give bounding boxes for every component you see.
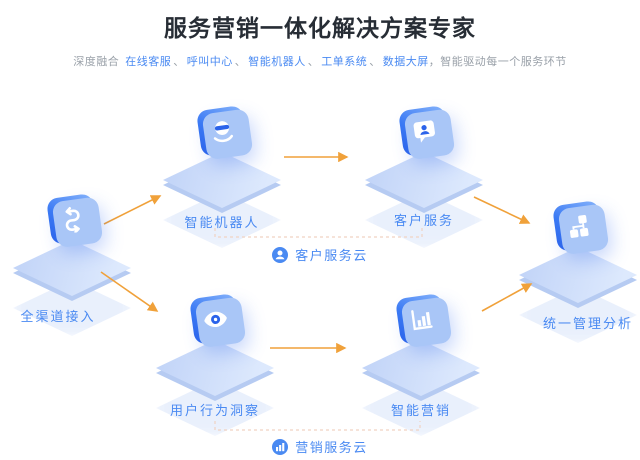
swap-arrows-icon <box>57 204 87 234</box>
node-label: 智能机器人 <box>184 216 260 231</box>
user-badge-icon <box>272 246 289 263</box>
subtitle-separator: 、 <box>234 55 247 68</box>
platform <box>362 340 480 396</box>
page-title: 服务营销一体化解决方案专家 <box>164 16 476 42</box>
marketing-service-cloud-label: 营销服务云 <box>0 437 640 456</box>
tile <box>552 200 604 252</box>
robot-icon <box>207 116 237 146</box>
node-label: 统一管理分析 <box>542 317 633 332</box>
tile <box>398 105 450 157</box>
tile <box>395 293 447 345</box>
node-unified-management-analysis: 统一管理分析 <box>510 195 640 343</box>
node-intelligent-robot: 智能机器人 <box>154 100 290 248</box>
chart-badge-icon <box>272 438 289 455</box>
tile <box>46 193 98 245</box>
bar-chart-icon <box>406 304 436 334</box>
node-label: 全渠道接入 <box>20 310 96 325</box>
node-user-behavior-insight: 用户行为洞察 <box>147 288 283 436</box>
subtitle-link-data-screen[interactable]: 数据大屏 <box>382 55 429 68</box>
customer-service-cloud-label: 客户服务云 <box>0 245 640 264</box>
subtitle-link-online-service[interactable]: 在线客服 <box>125 55 172 68</box>
subtitle-link-ticket-system[interactable]: 工单系统 <box>321 55 368 68</box>
eye-icon <box>200 304 230 334</box>
platform <box>156 340 274 396</box>
subtitle-comma: ， <box>428 55 441 68</box>
cloud-label: 客户服务云 <box>295 249 368 264</box>
tile <box>189 293 241 345</box>
subtitle: 深度融合在线客服、呼叫中心、智能机器人、工单系统、数据大屏，智能驱动每一个服务环… <box>0 53 640 69</box>
subtitle-separator: 、 <box>173 55 185 68</box>
subtitle-separator: 、 <box>307 55 320 68</box>
tile <box>196 105 248 157</box>
platform <box>163 152 281 208</box>
node-label: 智能营销 <box>390 404 451 419</box>
node-label: 客户服务 <box>393 214 454 229</box>
node-intelligent-marketing: 智能营销 <box>353 288 489 436</box>
subtitle-suffix: 智能驱动每一个服务环节 <box>440 55 567 68</box>
node-customer-service: 客户服务 <box>356 100 492 248</box>
subtitle-link-call-center[interactable]: 呼叫中心 <box>186 55 233 68</box>
flow-chart-icon <box>563 211 593 241</box>
platform <box>365 152 483 208</box>
subtitle-prefix: 深度融合 <box>73 55 120 68</box>
node-label: 用户行为洞察 <box>169 404 260 419</box>
subtitle-separator: 、 <box>369 55 381 68</box>
user-chat-icon <box>409 116 439 146</box>
subtitle-link-intelligent-robot[interactable]: 智能机器人 <box>248 55 306 68</box>
cloud-label: 营销服务云 <box>295 441 368 456</box>
